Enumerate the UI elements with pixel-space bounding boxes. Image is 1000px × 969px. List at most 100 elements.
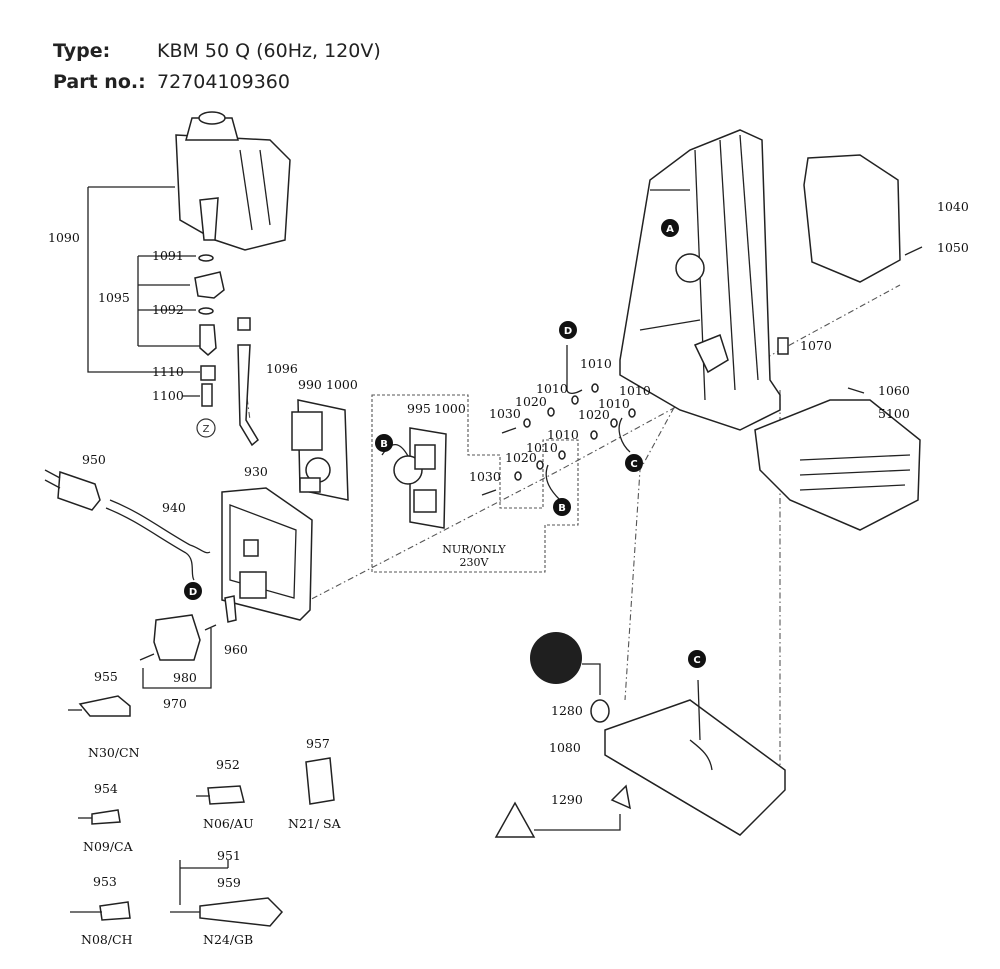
- marker-b-1-label: B: [380, 439, 388, 450]
- part-labels: 1090 1091 1095 1092 1096 1110 1100 990 1…: [48, 199, 969, 890]
- type-value: KBM 50 Q (60Hz, 120V): [157, 40, 381, 62]
- part-label-1030-b: 1030: [469, 469, 501, 484]
- part-label-1020-b: 1020: [578, 407, 610, 422]
- plug-1280: [590, 699, 610, 723]
- part-label-1010-d: 1010: [598, 396, 630, 411]
- part-label-1090: 1090: [48, 230, 80, 245]
- part-label-954: 954: [94, 781, 118, 796]
- variant-label-n06-au: N06/AU: [203, 816, 254, 831]
- option-note: NUR/ONLY 230V: [442, 543, 506, 569]
- part-label: Part no.:: [53, 71, 146, 93]
- part-label-930: 930: [244, 464, 268, 479]
- part-label-970: 970: [163, 696, 187, 711]
- option-note-line-2: 230V: [460, 556, 490, 569]
- part-label-1010-e: 1010: [547, 427, 579, 442]
- part-label-1280: 1280: [551, 703, 583, 718]
- hose-1096: [237, 317, 259, 447]
- plug-950: [44, 469, 101, 511]
- plug-variants: [68, 695, 335, 927]
- part-label-1050: 1050: [937, 240, 969, 255]
- part-label-955: 955: [94, 669, 118, 684]
- part-label-959: 959: [217, 875, 241, 890]
- hot-surface-warning-icon: [494, 801, 536, 838]
- part-label-1070: 1070: [800, 338, 832, 353]
- motor-cover-1040: [803, 154, 901, 283]
- part-label-1020-c: 1020: [505, 450, 537, 465]
- part-label-1110: 1110: [152, 364, 184, 379]
- part-row: Part no.: 72704109360: [53, 67, 381, 98]
- part-label-1040: 1040: [937, 199, 969, 214]
- part-label-940: 940: [162, 500, 186, 515]
- bolt-1070: [777, 337, 789, 355]
- warning-triangle-1290: [610, 784, 631, 810]
- marker-d-1: D: [559, 321, 577, 339]
- valve-components: [194, 254, 225, 407]
- part-label-1010-f: 1010: [526, 440, 558, 455]
- part-label-1290: 1290: [551, 792, 583, 807]
- marker-d-2-label: D: [189, 587, 197, 598]
- part-label-1060: 1060: [878, 383, 910, 398]
- base-plate-1080: [604, 679, 786, 836]
- type-label: Type:: [53, 40, 111, 62]
- marker-c-2: C: [688, 650, 706, 668]
- warning-arrow: [534, 814, 621, 831]
- screw-1050: [904, 246, 923, 256]
- part-label-1020-a: 1020: [515, 394, 547, 409]
- clip-960: [224, 595, 237, 623]
- part-label-1080: 1080: [549, 740, 581, 755]
- marker-b-2-label: B: [558, 503, 566, 514]
- marker-z-label: Z: [203, 424, 210, 435]
- variant-label-n24-gb: N24/GB: [203, 932, 253, 947]
- stand-frame: [619, 129, 781, 431]
- variant-label-n30-cn: N30/CN: [88, 745, 140, 760]
- motor-symbol-icon: [530, 632, 582, 684]
- type-row: Type: KBM 50 Q (60Hz, 120V): [53, 36, 381, 67]
- marker-c-1: C: [625, 454, 643, 472]
- variant-label-n21-sa: N21/ SA: [288, 816, 342, 831]
- water-tank-1090: [175, 111, 291, 251]
- part-label-1100: 1100: [152, 388, 184, 403]
- cover-980: [139, 614, 217, 661]
- part-label-990: 990: [298, 377, 322, 392]
- part-label-1030-a: 1030: [489, 406, 521, 421]
- part-label-1091: 1091: [152, 248, 184, 263]
- part-label-5100: 5100: [878, 406, 910, 421]
- document-header: Type: KBM 50 Q (60Hz, 120V) Part no.: 7270…: [53, 36, 381, 98]
- marker-c-1-label: C: [630, 459, 637, 470]
- part-label-950: 950: [82, 452, 106, 467]
- part-label-957: 957: [306, 736, 330, 751]
- marker-d-2: D: [184, 582, 202, 600]
- part-value: 72704109360: [157, 71, 290, 93]
- marker-d-1-label: D: [564, 326, 572, 337]
- motor-symbol-arrow: [582, 663, 601, 695]
- guard-5100: [754, 399, 921, 531]
- marker-a: A: [661, 219, 679, 237]
- part-label-952: 952: [216, 757, 240, 772]
- part-label-1096: 1096: [266, 361, 298, 376]
- marker-c-2-label: C: [693, 655, 700, 666]
- part-label-1000-a: 1000: [326, 377, 358, 392]
- assembly-axis-lines: [239, 284, 901, 770]
- variant-label-n09-ca: N09/CA: [83, 839, 134, 854]
- marker-z: Z: [196, 418, 216, 438]
- part-label-995: 995: [407, 401, 431, 416]
- part-label-1010-b: 1010: [536, 381, 568, 396]
- part-label-1000-b: 1000: [434, 401, 466, 416]
- option-note-line-1: NUR/ONLY: [442, 543, 506, 556]
- circuit-board-995: [381, 427, 447, 529]
- screw-1060: [847, 387, 865, 394]
- variant-label-n08-ch: N08/CH: [81, 932, 133, 947]
- marker-b-2: B: [553, 498, 571, 516]
- marker-b-1: B: [375, 434, 393, 452]
- part-label-980: 980: [173, 670, 197, 685]
- circuit-board-990: [291, 399, 349, 501]
- variant-labels: N30/CN N06/AU N21/ SA N09/CA N08/CH N24/…: [81, 745, 342, 947]
- screws-and-washers: [481, 345, 636, 501]
- part-label-1010-c: 1010: [619, 383, 651, 398]
- power-cable-940: [105, 499, 211, 581]
- part-label-951: 951: [217, 848, 241, 863]
- part-label-1010-a: 1010: [580, 356, 612, 371]
- part-label-1092: 1092: [152, 302, 184, 317]
- part-label-953: 953: [93, 874, 117, 889]
